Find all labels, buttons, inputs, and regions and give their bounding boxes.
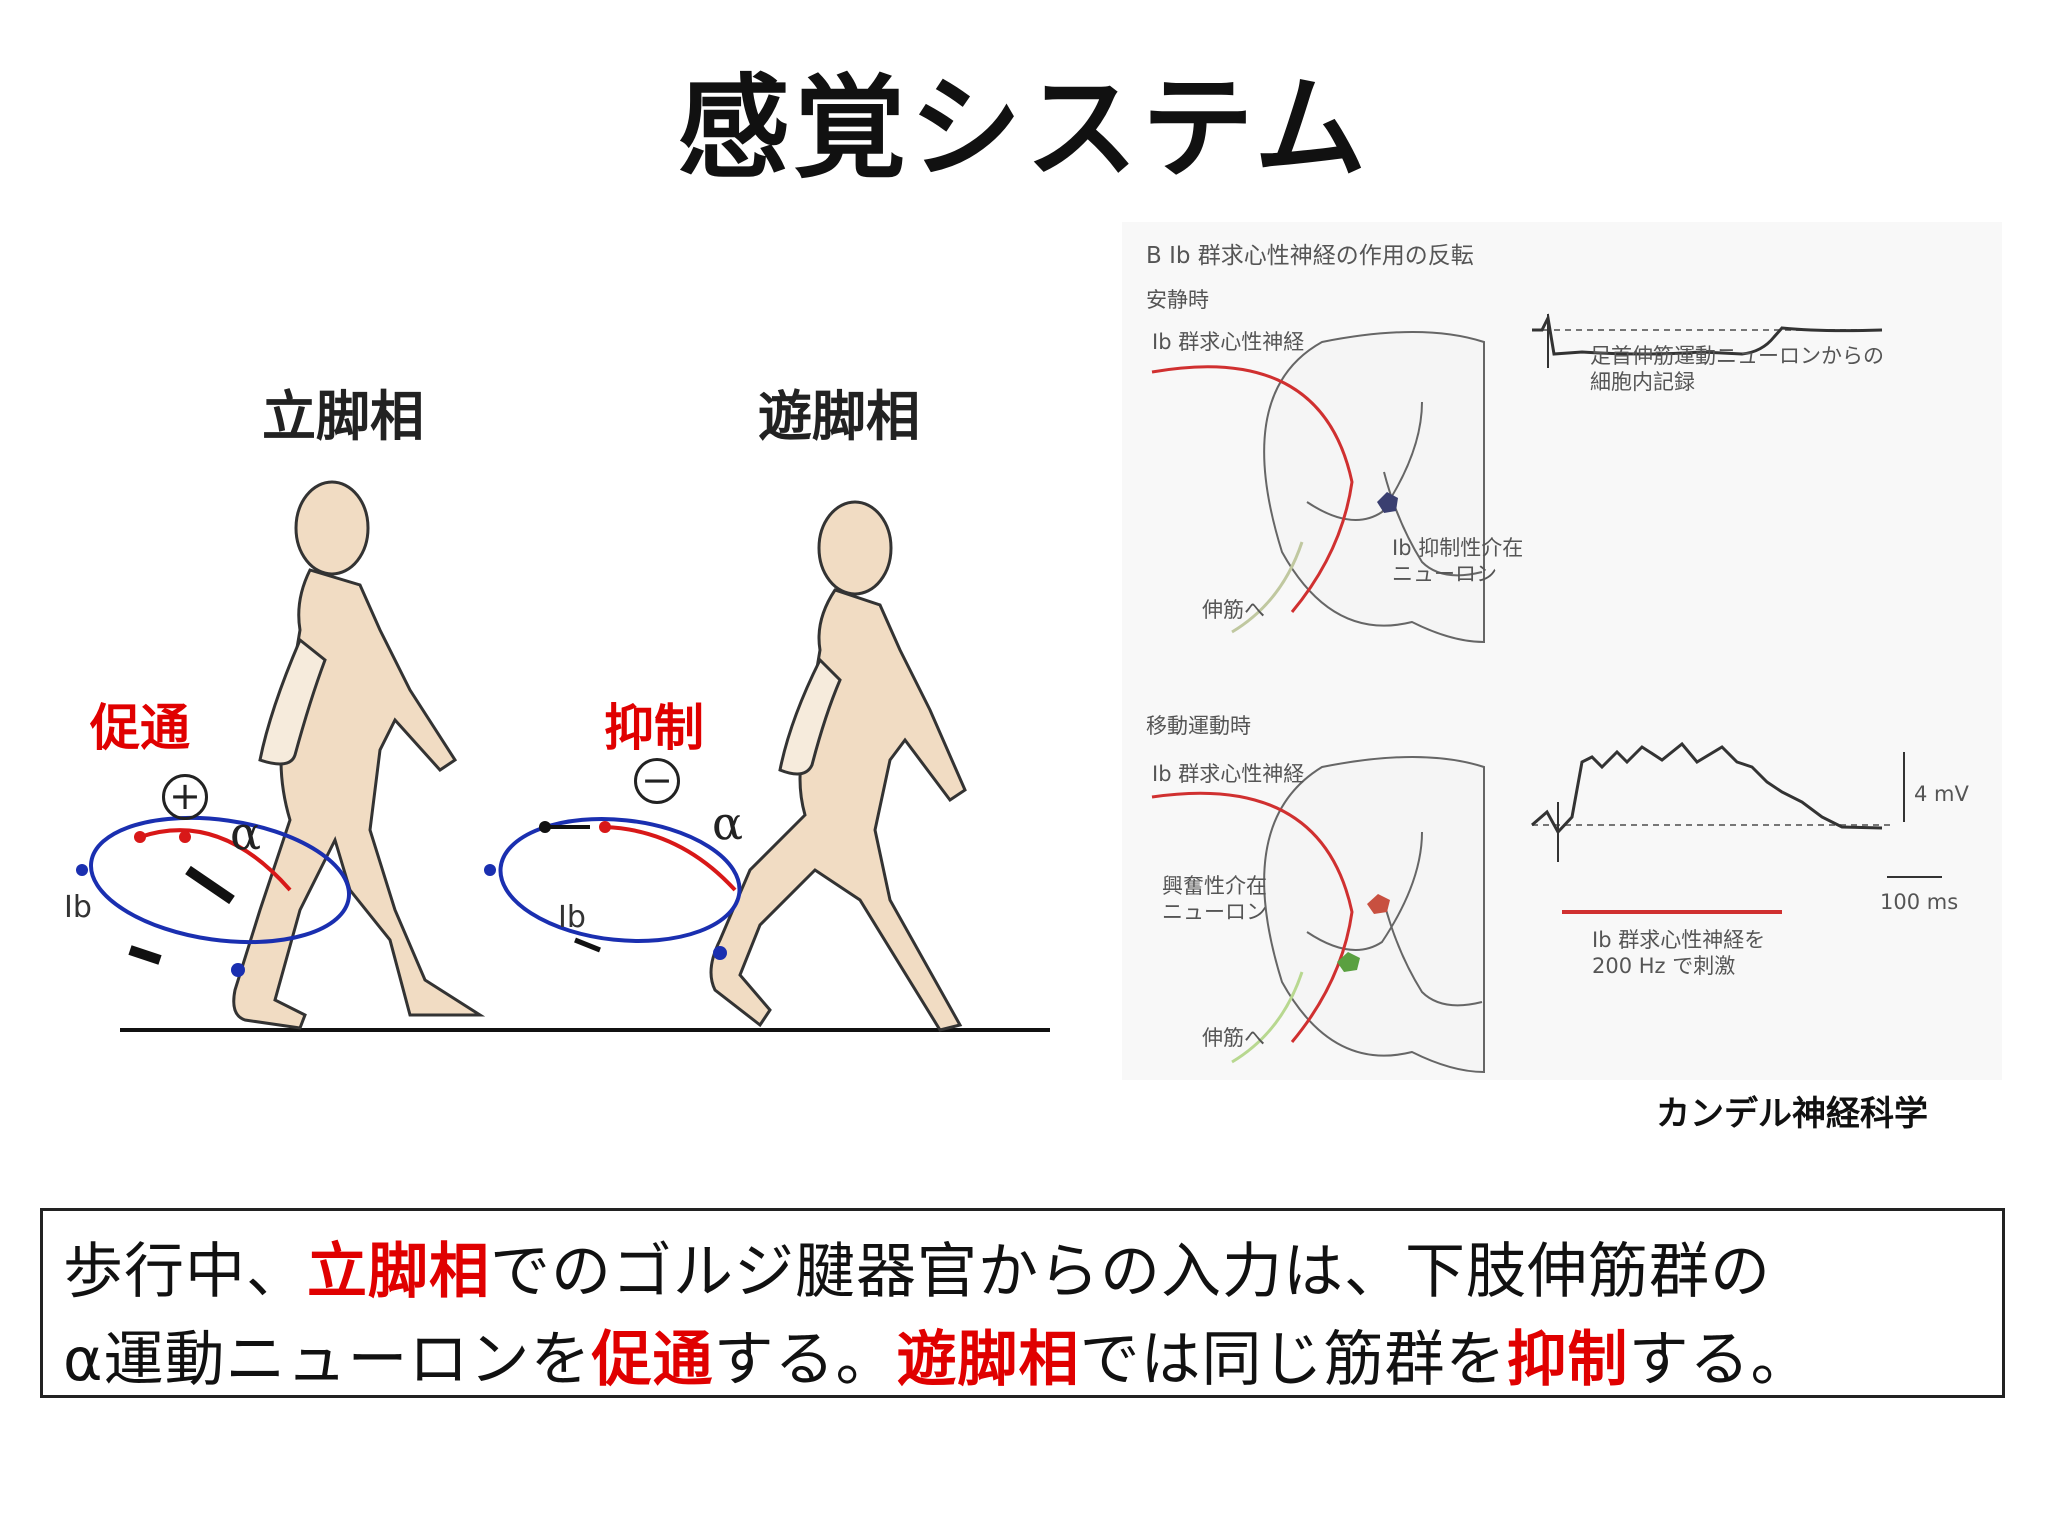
stance-body bbox=[232, 480, 486, 1030]
stance-reflex-loop bbox=[76, 815, 352, 977]
locomotion-motor-axon bbox=[1231, 971, 1304, 1064]
rest-ib-nerve bbox=[1151, 365, 1354, 613]
locomotion-to-muscle-label: 伸筋へ bbox=[1202, 1026, 1265, 1050]
kandel-figure-panel: B Ib 群求心性神経の作用の反転 安静時 Ib 群求心性神経 Ib 抑制性介在… bbox=[1122, 222, 2002, 1080]
stimulus-label-2: 200 Hz で刺激 bbox=[1592, 954, 1736, 978]
caption-text: では同じ筋群を bbox=[1079, 1325, 1507, 1395]
locomotion-ib-nerve-label: Ib 群求心性神経 bbox=[1152, 762, 1305, 786]
recording-label-1: 足首伸筋運動ニューロンからの bbox=[1590, 344, 1884, 368]
stance-alpha-label: α bbox=[230, 806, 262, 860]
locomotion-label: 移動運動時 bbox=[1146, 714, 1251, 738]
minus-sign-icon: − bbox=[634, 758, 680, 804]
stance-ib-label: Ib bbox=[64, 890, 92, 925]
swing-phase-heading: 遊脚相 bbox=[758, 385, 920, 448]
source-credit: カンデル神経科学 bbox=[1656, 1094, 1928, 1134]
caption-highlight-swing: 遊脚相 bbox=[896, 1325, 1080, 1395]
caption-box: 歩行中、立脚相でのゴルジ腱器官からの入力は、下肢伸筋群の α運動ニューロンを促通… bbox=[40, 1208, 2005, 1398]
rest-motor-axon bbox=[1231, 541, 1304, 634]
rest-inhibitory-interneuron bbox=[1377, 492, 1398, 513]
spinal-cord-rest bbox=[1263, 331, 1485, 644]
spinal-cord-diagrams bbox=[1151, 313, 1942, 1074]
excitatory-interneuron-label-2: ニューロン bbox=[1162, 900, 1267, 924]
caption-highlight-stance: 立脚相 bbox=[307, 1237, 490, 1307]
rest-interneuron-label-2: ニューロン bbox=[1392, 562, 1497, 586]
caption-highlight-inhibition: 抑制 bbox=[1506, 1325, 1629, 1395]
swing-body bbox=[709, 500, 967, 1032]
excitatory-interneuron bbox=[1367, 894, 1390, 914]
caption-text: する。 bbox=[1628, 1325, 1812, 1395]
rest-ib-nerve-label: Ib 群求心性神経 bbox=[1152, 330, 1305, 354]
swing-inhibition-label: 抑制 bbox=[604, 699, 704, 757]
caption-text: α運動ニューロンを bbox=[63, 1325, 592, 1395]
rest-label: 安静時 bbox=[1146, 288, 1209, 312]
page-title: 感覚システム bbox=[677, 64, 1371, 194]
stimulus-label-1: Ib 群求心性神経を bbox=[1592, 928, 1766, 952]
rest-to-muscle-label: 伸筋へ bbox=[1202, 598, 1265, 622]
time-scale-label: 100 ms bbox=[1880, 890, 1959, 914]
swing-reflex-loop bbox=[484, 817, 742, 960]
excitatory-interneuron-label-1: 興奮性介在 bbox=[1162, 874, 1267, 898]
swing-alpha-label: α bbox=[712, 796, 744, 850]
rest-interneuron-label-1: Ib 抑制性介在 bbox=[1392, 536, 1524, 560]
stance-phase-heading: 立脚相 bbox=[262, 385, 424, 448]
stance-facilitation-label: 促通 bbox=[90, 699, 190, 757]
swing-ib-label: Ib bbox=[558, 900, 586, 935]
recording-label-2: 細胞内記録 bbox=[1590, 370, 1695, 394]
locomotion-intracellular-trace bbox=[1531, 741, 1942, 878]
caption-text: 歩行中、 bbox=[63, 1237, 307, 1307]
voltage-scale-label: 4 mV bbox=[1914, 782, 1969, 806]
caption-line-1: 歩行中、立脚相でのゴルジ腱器官からの入力は、下肢伸筋群の bbox=[63, 1223, 1771, 1310]
locomotion-ib-nerve bbox=[1151, 791, 1354, 1043]
caption-text: する。 bbox=[713, 1325, 897, 1395]
plus-sign-icon: + bbox=[162, 774, 208, 820]
panel-heading: B Ib 群求心性神経の作用の反転 bbox=[1146, 243, 1474, 269]
caption-highlight-facilitation: 促通 bbox=[591, 1325, 714, 1395]
locomotion-motor-neuron bbox=[1337, 952, 1360, 972]
rest-intracellular-trace bbox=[1532, 313, 1883, 368]
caption-text: でのゴルジ腱器官からの入力は、下肢伸筋群の bbox=[490, 1237, 1771, 1307]
caption-line-2: α運動ニューロンを促通する。遊脚相では同じ筋群を抑制する。 bbox=[63, 1311, 1812, 1398]
walking-figure-illustration bbox=[76, 480, 1050, 1032]
spinal-cord-locomotion bbox=[1263, 756, 1485, 1074]
